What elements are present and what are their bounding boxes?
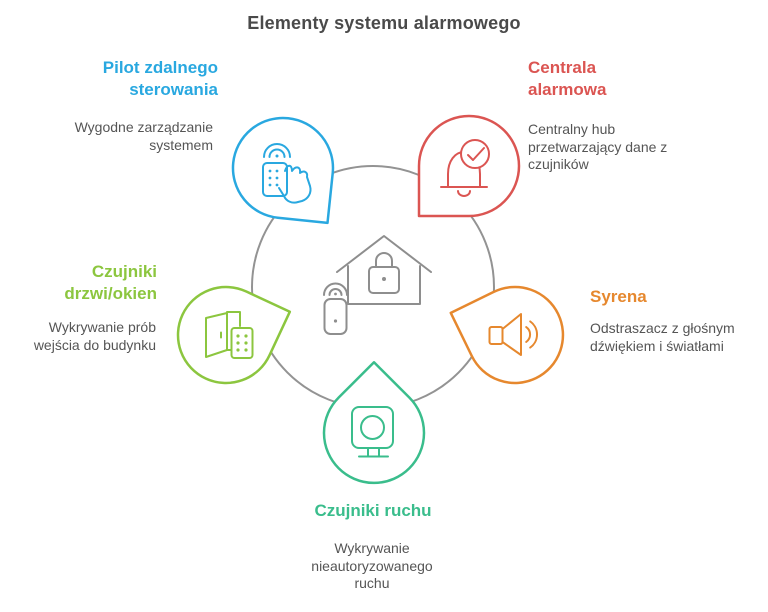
wave-dot (275, 154, 279, 158)
door-open-icon (205, 312, 228, 358)
remote-control-hand-icon (262, 143, 312, 204)
sound-arc-outer (529, 320, 539, 349)
signal-arc-inner (328, 288, 343, 296)
remote-buttons (268, 169, 279, 187)
centrala-node-description: Centralny hub przetwarzający dane z czuj… (528, 121, 668, 172)
house-roof (336, 235, 432, 273)
padlock-keyhole (382, 277, 386, 281)
czujniki-drzwi-node-title: Czujniki drzwi/okien (64, 262, 157, 303)
wave-arc-inner (268, 148, 286, 158)
keypad-panel (230, 327, 254, 359)
sound-arc-inner (525, 326, 531, 343)
syrena-node-title: Syrena (590, 287, 647, 306)
remote-body (262, 162, 288, 197)
czujniki-ruchu-node-title: Czujniki ruchu (314, 501, 432, 520)
motion-camera-icon (351, 406, 394, 458)
check-badge-circle (460, 139, 490, 169)
teardrop-shape-blue (231, 116, 335, 225)
teardrop-shape-orange (449, 285, 565, 385)
node-czujniki-ruchu (322, 361, 426, 485)
pilot-node-title: Pilot zdalnego sterowania (102, 58, 218, 99)
node-centrala-alarmowa (417, 114, 521, 218)
centrala-node-title: Centrala alarmowa (528, 58, 607, 99)
teardrop-shape-green (322, 361, 426, 485)
wave-arc-outer (263, 143, 291, 158)
pilot-node-description: Wygodne zarządzanie systemem (74, 119, 213, 153)
czujniki-ruchu-node-description: Wykrywanie nieautoryzowanego ruchu (311, 540, 433, 591)
protected-house-icon (323, 235, 432, 335)
bell-clapper (457, 190, 471, 197)
key-fob (323, 298, 348, 335)
house-walls (347, 265, 421, 305)
door-frame (226, 311, 241, 327)
czujniki-drzwi-node-description: Wykrywanie prób wejścia do budynku (33, 319, 156, 353)
padlock-shackle (375, 252, 393, 268)
syrena-node-description: Odstraszacz z głośnym dźwiękiem i światł… (590, 320, 735, 354)
speaker-cone (501, 313, 522, 356)
siren-speaker-icon (488, 313, 539, 356)
padlock-body (368, 266, 400, 294)
key-fob-button (333, 319, 338, 323)
camera-lens (360, 415, 385, 440)
signal-arc-outer (323, 282, 348, 296)
page-title: Elementy systemu alarmowego (247, 13, 521, 33)
node-czujniki-drzwi-okien (176, 285, 292, 385)
alarm-bell-check-icon (440, 139, 490, 197)
camera-body (351, 406, 394, 449)
check-mark (467, 147, 485, 161)
camera-stand (367, 447, 380, 457)
hand-icon (278, 164, 312, 204)
keypad-buttons (236, 334, 248, 352)
door-sensor-icon (205, 311, 254, 359)
node-syrena (449, 285, 565, 385)
node-pilot-zdalnego-sterowania (231, 116, 335, 225)
signal-dot (334, 292, 337, 296)
